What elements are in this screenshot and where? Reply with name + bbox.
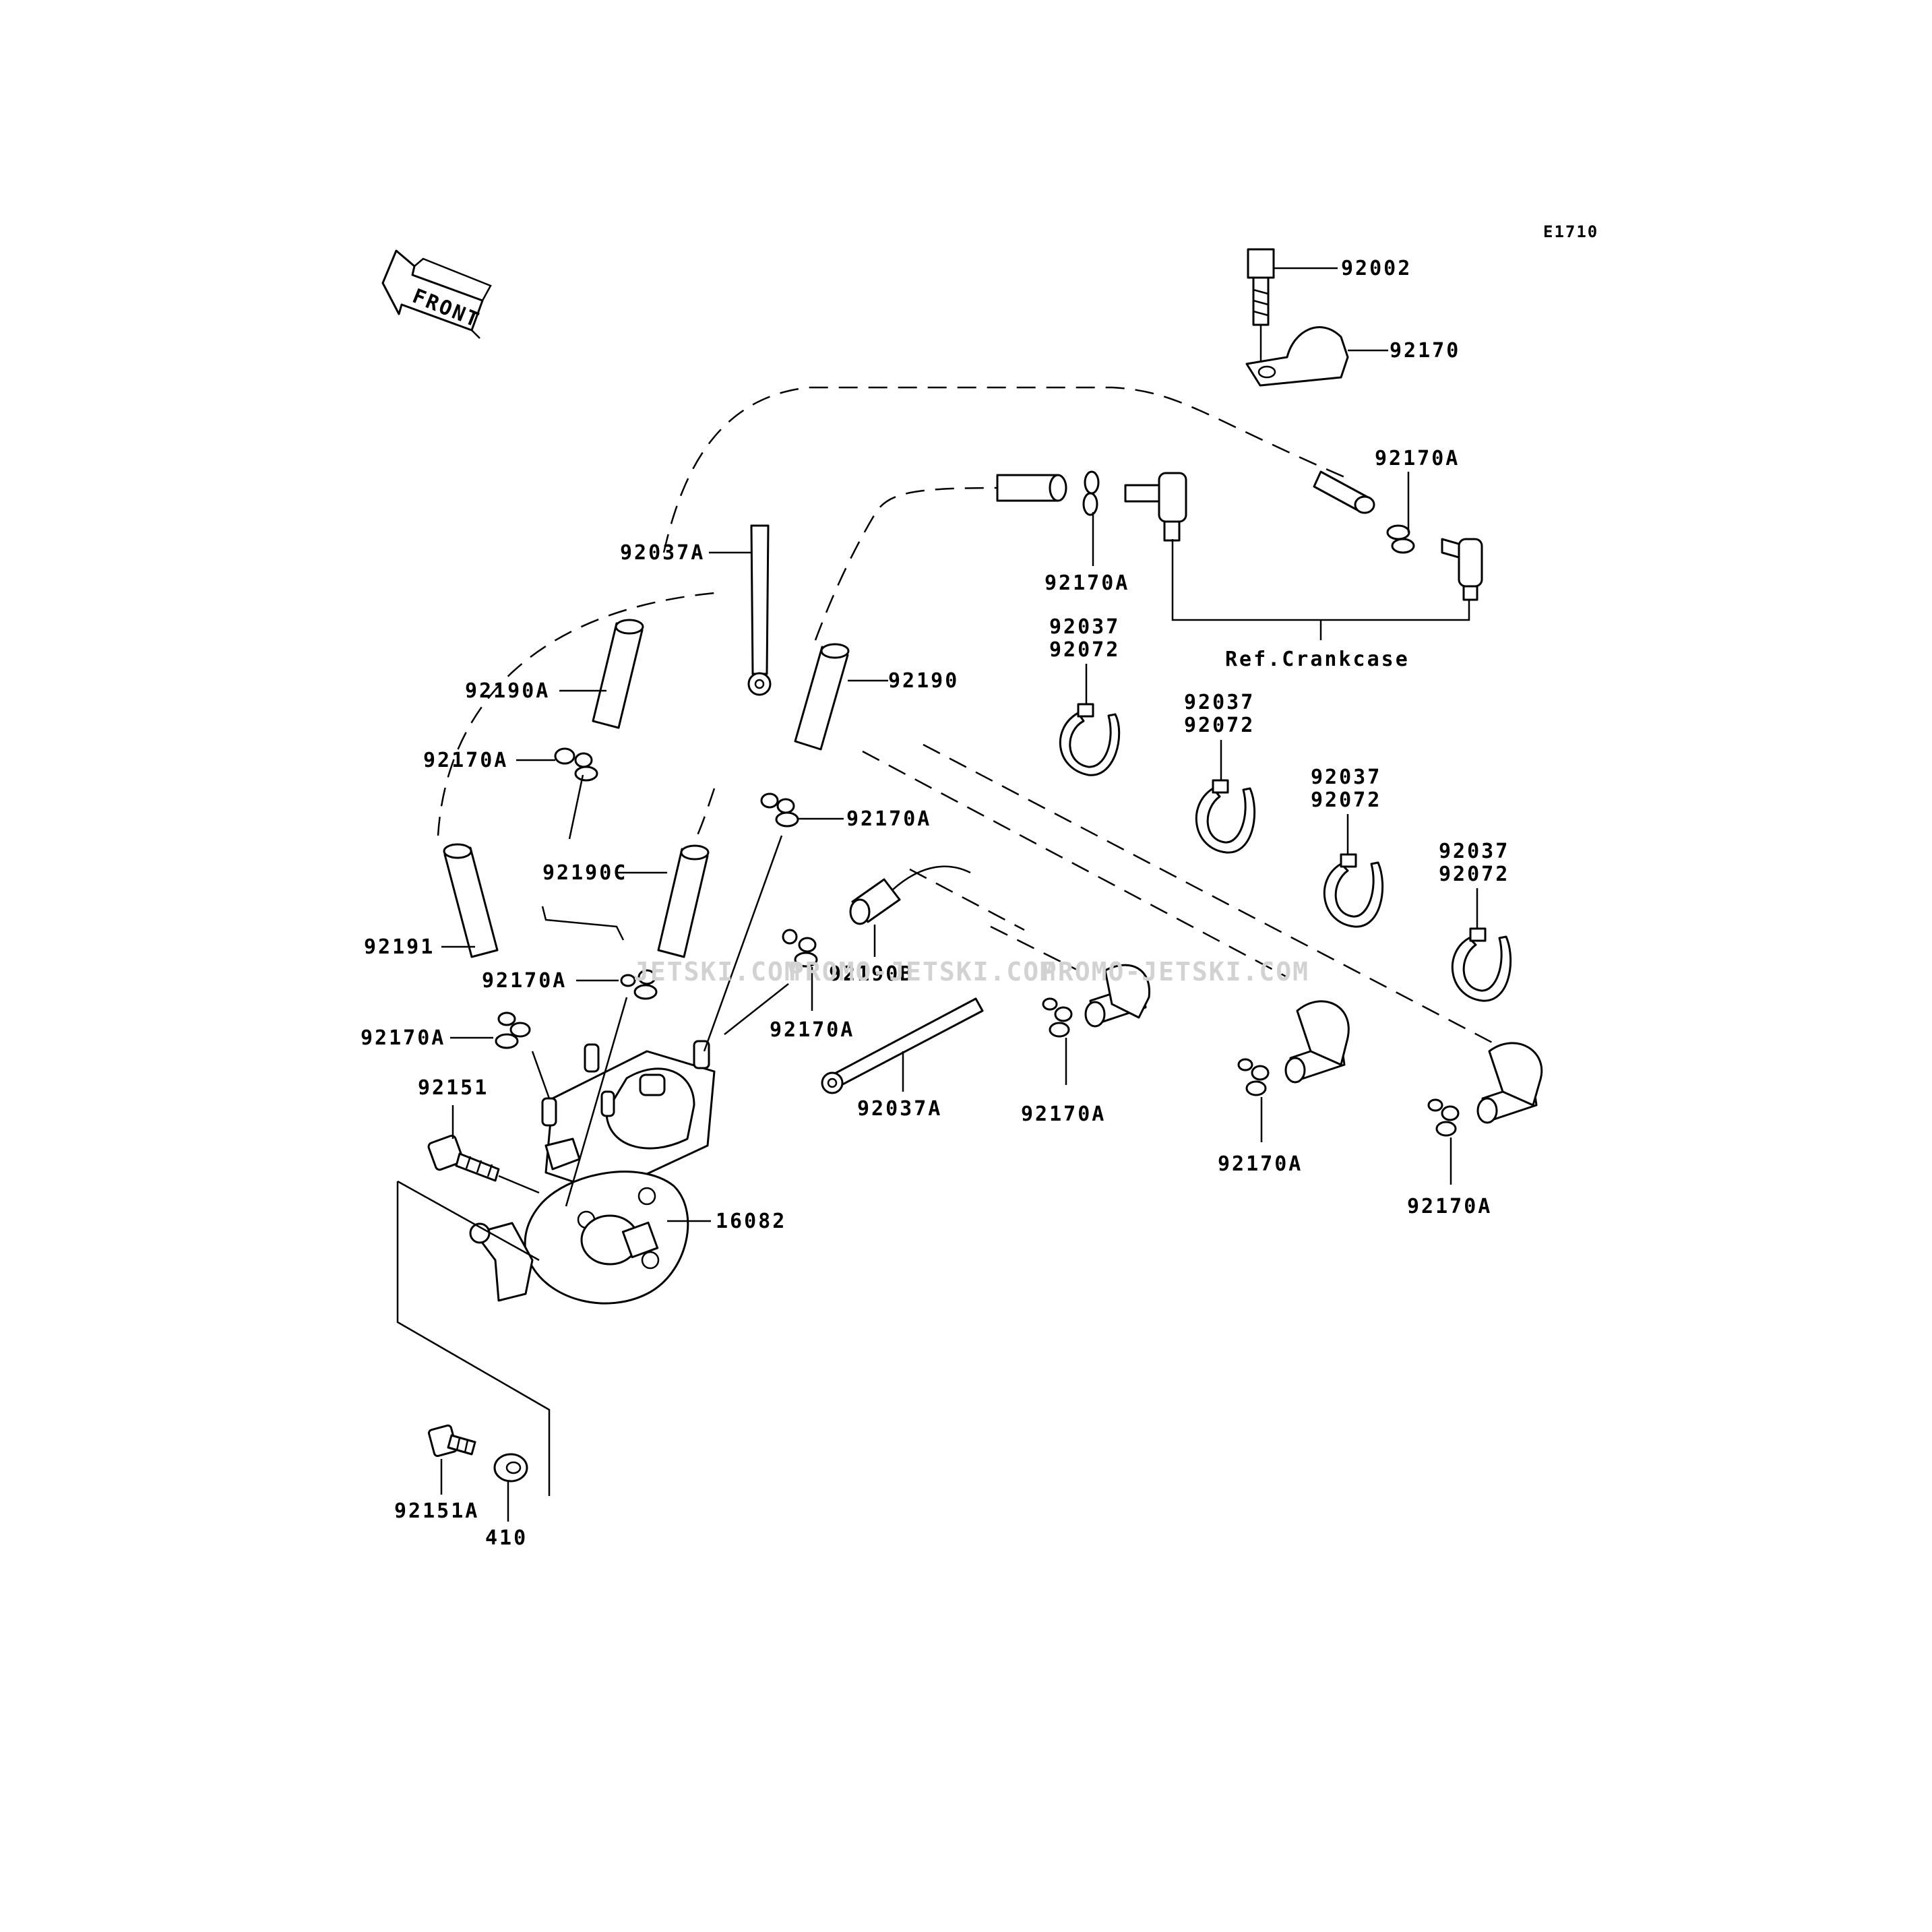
label-92170: 92170 — [1390, 339, 1460, 363]
hose-92190a — [592, 619, 644, 729]
watermark-2: PROMO-JETSKI.COM — [788, 957, 1057, 987]
hose-92191 — [443, 843, 499, 958]
watermark-1: JETSKI.COM — [633, 957, 801, 987]
label-92190a: 92190A — [465, 679, 550, 703]
hose-clip-icon — [495, 1011, 531, 1049]
label-clamp2-92072: 92072 — [1184, 714, 1255, 737]
ref-crankcase-note: Ref.Crankcase — [1225, 648, 1410, 671]
clamp-band-3 — [1323, 853, 1383, 928]
label-clamp1-92072: 92072 — [1049, 638, 1120, 662]
bracket-92170 — [1245, 326, 1349, 387]
front-arrow-icon: FRONT — [381, 249, 492, 339]
label-92151: 92151 — [418, 1076, 489, 1100]
hose-92190c — [657, 844, 710, 958]
fitting-elbow-center — [1124, 472, 1187, 542]
hose-clip-icon — [1427, 1098, 1460, 1137]
strap-92037a-top — [747, 524, 772, 696]
label-92170a-left-2: 92170A — [482, 969, 567, 993]
label-clamp4-92037: 92037 — [1439, 840, 1509, 863]
label-92037a-top: 92037A — [620, 541, 705, 565]
oil-pump-16082 — [469, 1040, 716, 1305]
label-clamp1-92037: 92037 — [1049, 615, 1120, 639]
hose-clip-icon — [554, 747, 598, 782]
hose-clip-icon — [760, 792, 799, 828]
hose-routing-lines — [437, 386, 1497, 1046]
washer-410 — [493, 1453, 528, 1483]
label-92170a-middle-1: 92170A — [846, 807, 931, 831]
elbow-hose-2 — [1284, 1000, 1350, 1084]
label-92170a-right-top: 92170A — [1375, 447, 1460, 470]
label-16082: 16082 — [716, 1210, 786, 1233]
elbow-hose-3 — [1476, 1042, 1543, 1124]
label-410: 410 — [485, 1526, 528, 1550]
fitting-elbow-right — [1441, 538, 1483, 601]
hose-92190b — [849, 865, 971, 925]
label-92170a-bottom-2: 92170A — [1218, 1152, 1303, 1176]
hose-clip-icon — [620, 969, 658, 1000]
hose-clip-icon — [1386, 524, 1415, 554]
watermark-3: PROMO-JETSKI.COM — [1041, 957, 1309, 987]
label-92151a: 92151A — [394, 1499, 479, 1523]
strap-92037a-bottom — [821, 997, 984, 1094]
label-92190c: 92190C — [542, 861, 627, 885]
hose-clip-icon — [1237, 1058, 1270, 1096]
hose-upper-right — [1313, 470, 1375, 514]
label-92170a-bottom-3: 92170A — [1407, 1195, 1492, 1218]
clamp-band-1 — [1059, 703, 1121, 776]
elbow-hose-1 — [1084, 964, 1151, 1028]
hose-clip-icon — [1082, 470, 1100, 516]
label-92191: 92191 — [364, 935, 435, 959]
label-clamp3-92037: 92037 — [1311, 766, 1381, 789]
hose-92190 — [794, 643, 850, 751]
label-92002: 92002 — [1341, 257, 1412, 280]
label-92170a-center-top: 92170A — [1045, 571, 1129, 595]
diagram-code: E1710 — [1543, 222, 1598, 241]
label-92190b: 92190B — [829, 962, 914, 986]
hose-clip-icon — [782, 929, 818, 968]
label-clamp3-92072: 92072 — [1311, 788, 1381, 812]
clamp-band-4 — [1451, 927, 1512, 1002]
bolt-92002 — [1247, 248, 1275, 371]
label-92170a-middle-2: 92170A — [770, 1018, 854, 1042]
screw-92151a — [428, 1424, 476, 1458]
clamp-band-2 — [1195, 779, 1255, 854]
label-92170a-left-3: 92170A — [361, 1026, 445, 1050]
label-clamp2-92037: 92037 — [1184, 691, 1255, 714]
label-92190: 92190 — [888, 669, 959, 693]
label-clamp4-92072: 92072 — [1439, 863, 1509, 886]
hose-upper-center — [996, 474, 1067, 502]
label-92170a-left-1: 92170A — [423, 749, 508, 772]
label-92037a-bottom: 92037A — [857, 1097, 942, 1121]
label-92170a-bottom-1: 92170A — [1021, 1102, 1106, 1126]
bolt-92151 — [427, 1134, 540, 1194]
hose-clip-icon — [1042, 997, 1073, 1038]
